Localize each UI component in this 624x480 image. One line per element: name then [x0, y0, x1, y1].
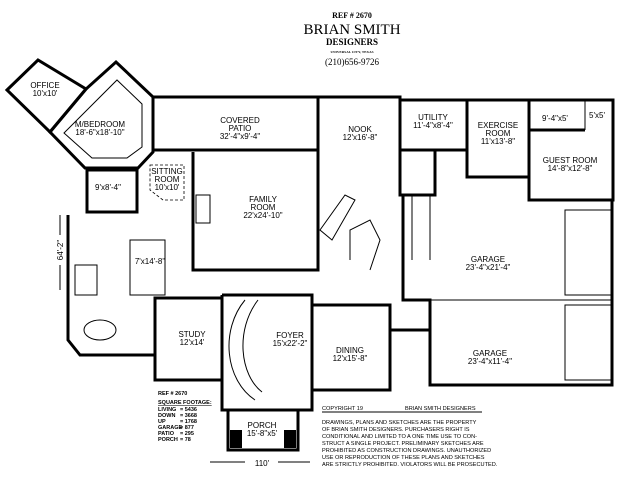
square-footage-table: REF # 2670 SQUARE FOOTAGE: LIVING = 5436…	[158, 391, 212, 443]
foyer-size: 15'x22'-2"	[273, 339, 308, 348]
bath-size: 9'-4"x5'	[542, 114, 568, 123]
guest-room-label: GUEST ROOM	[543, 156, 598, 165]
depth-dimension: 64'-2"	[56, 240, 65, 261]
patio-walls	[153, 95, 320, 152]
sqft-label: GARAGE	[158, 425, 182, 431]
sqft-value: = 1768	[180, 419, 197, 425]
copyright-line: STRUCT A SINGLE PROJECT. PRELIMINARY SKE…	[322, 441, 484, 447]
closet-2-size: 7'x14'-8"	[135, 257, 166, 266]
half-bath-walls	[398, 148, 437, 197]
utility-label: UTILITY	[418, 113, 448, 122]
fireplace	[195, 194, 211, 224]
utility-size: 11'-4"x8'-4"	[413, 121, 453, 130]
office-size: 10'x10'	[33, 89, 58, 98]
sqft-value: = 877	[180, 425, 194, 431]
master-bath-walls	[66, 215, 157, 357]
porch-walls	[226, 408, 300, 452]
company-phone: (210)656-9726	[325, 57, 379, 67]
copyright-line: ARE STRICTLY PROHIBITED. VIOLATORS WILL …	[322, 462, 498, 468]
kitchen-island	[319, 194, 356, 241]
nook-size: 12'x16'-8"	[343, 133, 378, 142]
study-label: STUDY	[178, 330, 206, 339]
porch-size: 15'-8"x5'	[247, 429, 278, 438]
porch-label: PORCH	[248, 421, 277, 430]
guest-wing-walls	[527, 98, 615, 202]
company-name: BRIAN SMITH	[303, 22, 400, 38]
sqft-label: PORCH	[158, 437, 178, 443]
sqft-value: = 5436	[180, 407, 197, 413]
width-dimension: 110'	[255, 459, 270, 468]
family-room-label-1: FAMILY	[249, 195, 278, 204]
patio-label-2: PATIO	[229, 124, 252, 133]
sqft-value: = 3668	[180, 413, 197, 419]
master-bedroom-size: 18'-6"x18'-10"	[75, 128, 124, 137]
family-room-label-2: ROOM	[251, 203, 276, 212]
family-room-walls	[191, 150, 320, 272]
dimension-lines: 64'-2" 110'	[56, 215, 310, 468]
kitchen-counter	[349, 219, 381, 271]
copyright-line: OF BRIAN SMITH DESIGNERS. PURCHASERS RIG…	[322, 427, 470, 433]
patio-size: 32'-4"x9'-4"	[220, 132, 260, 141]
company-location: UNIVERSAL CITY, TEXAS	[330, 50, 373, 54]
curved-staircase	[228, 299, 256, 401]
nook-label: NOOK	[348, 125, 372, 134]
copyright-line: DRAWINGS, PLANS AND SKETCHES ARE THE PRO…	[322, 420, 477, 426]
patio-label-1: COVERED	[220, 116, 260, 125]
family-room-size: 22'x24'-10"	[243, 211, 282, 220]
foyer-walls	[220, 293, 314, 412]
sitting-room-size: 10'x10'	[155, 183, 180, 192]
copyright-notice: COPYRIGHT 19 BRIAN SMITH DESIGNERS DRAWI…	[322, 406, 498, 468]
company-subtitle: DESIGNERS	[326, 37, 378, 47]
sitting-room-label-2: ROOM	[155, 175, 180, 184]
exercise-label-1: EXERCISE	[478, 121, 518, 130]
nook-walls	[318, 95, 402, 190]
office-label: OFFICE	[30, 81, 59, 90]
master-bedroom-tray	[63, 79, 143, 159]
garage-1-size: 23'-4"x21'-4"	[466, 263, 511, 272]
copyright-label: COPYRIGHT 19	[322, 406, 363, 412]
walls	[4, 58, 615, 452]
guest-room-size: 14'-8"x12'-8"	[548, 164, 593, 173]
sqft-value: = 78	[180, 437, 191, 443]
ref-number: REF # 2670	[332, 11, 372, 20]
exercise-size: 11'x13'-8"	[481, 137, 515, 146]
sqft-value: = 295	[180, 431, 194, 437]
sitting-room-outline	[149, 164, 185, 201]
garage-1-label: GARAGE	[471, 255, 505, 264]
dining-walls	[312, 303, 392, 392]
study-size: 12'x14'	[180, 338, 205, 347]
closet-size: 5'x5'	[589, 111, 605, 120]
master-bedroom-walls	[47, 59, 155, 170]
room-labels: OFFICE 10'x10' M/BEDROOM 18'-6"x18'-10" …	[30, 81, 605, 438]
sqft-title: SQUARE FOOTAGE:	[158, 400, 212, 406]
copyright-owner: BRIAN SMITH DESIGNERS	[405, 406, 476, 412]
sitting-room-label-1: SITTING	[151, 167, 183, 176]
exercise-label-2: ROOM	[486, 129, 511, 138]
closet-1-size: 9'x8'-4"	[95, 183, 121, 192]
dining-size: 12'x15'-8"	[333, 354, 368, 363]
garage-2-label: GARAGE	[473, 349, 507, 358]
garage-2-size: 23'-4"x11'-4"	[468, 357, 512, 366]
bathtub	[83, 319, 117, 341]
sqft-label: DOWN	[158, 413, 175, 419]
foyer-label: FOYER	[276, 331, 304, 340]
sqft-ref: REF # 2670	[158, 391, 187, 397]
master-bedroom-label: M/BEDROOM	[75, 120, 126, 129]
dining-label: DINING	[336, 346, 364, 355]
copyright-line: CONDITIONAL AND LIMITED TO A ONE TIME US…	[322, 434, 477, 440]
designer-header: REF # 2670 BRIAN SMITH DESIGNERS UNIVERS…	[303, 11, 400, 67]
sqft-label: UP	[158, 419, 166, 425]
copyright-line: USE OR REPRODUCTION OF THESE PLANS AND S…	[322, 455, 485, 461]
copyright-line: PROHIBITED AS CONSTRUCTION DRAWINGS. UNA…	[322, 448, 491, 454]
sqft-label: PATIO	[158, 431, 175, 437]
sqft-label: LIVING	[158, 407, 176, 413]
